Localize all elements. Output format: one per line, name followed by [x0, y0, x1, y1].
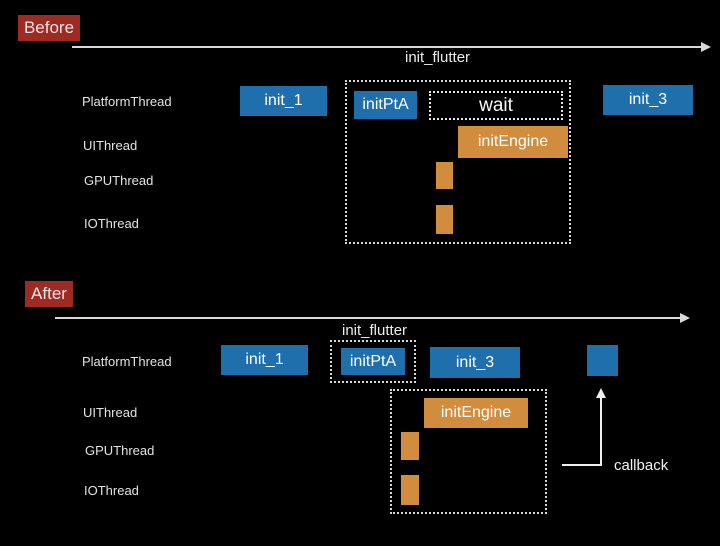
after-badge: After	[25, 281, 73, 307]
callback-arrow-horizontal	[562, 464, 602, 466]
thread-label-io-after: IOThread	[84, 483, 139, 498]
block-init-engine-after: initEngine	[424, 398, 528, 428]
callback-arrow-vertical	[600, 396, 602, 466]
before-badge: Before	[18, 15, 80, 41]
block-init-3-after: init_3	[430, 347, 520, 378]
scope-box-init-pta	[330, 340, 416, 383]
block-callback-target	[587, 345, 618, 376]
timeline-arrow-after	[55, 317, 682, 319]
block-wait: wait	[429, 91, 563, 120]
block-io-task-after	[401, 475, 419, 505]
thread-label-platform-before: PlatformThread	[82, 94, 172, 109]
timeline-label-after: init_flutter	[342, 322, 408, 339]
block-init-3-before: init_3	[603, 85, 693, 115]
scope-box-before	[345, 80, 571, 244]
block-init-engine-before: initEngine	[458, 126, 568, 158]
timeline-arrow-before	[72, 46, 702, 48]
block-io-task-before	[436, 205, 453, 234]
block-init-1-before: init_1	[240, 86, 327, 116]
thread-label-ui-after: UIThread	[83, 405, 138, 420]
thread-label-ui-before: UIThread	[83, 138, 138, 153]
arrowhead-right-icon	[680, 313, 690, 323]
callback-label: callback	[614, 457, 669, 474]
arrowhead-up-icon	[596, 388, 606, 398]
block-init-1-after: init_1	[221, 345, 308, 375]
timeline-label-before: init_flutter	[405, 49, 471, 66]
thread-label-platform-after: PlatformThread	[82, 354, 172, 369]
scope-box-after	[390, 389, 547, 514]
thread-label-io-before: IOThread	[84, 216, 139, 231]
arrowhead-right-icon	[701, 42, 711, 52]
block-init-pta-before: initPtA	[354, 91, 417, 119]
thread-label-gpu-before: GPUThread	[84, 173, 154, 188]
block-gpu-task-after	[401, 432, 419, 460]
block-gpu-task-before	[436, 162, 453, 189]
thread-label-gpu-after: GPUThread	[85, 443, 155, 458]
block-init-pta-after: initPtA	[341, 348, 405, 375]
